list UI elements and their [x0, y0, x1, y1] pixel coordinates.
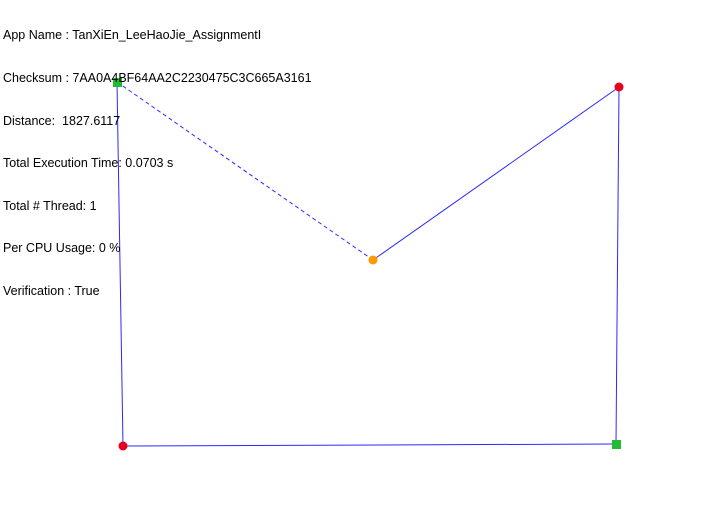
execution-time-text: Total Execution Time: 0.0703 s: [3, 156, 174, 171]
route-edge: [372, 86, 620, 261]
verification-text: Verification : True: [3, 284, 100, 299]
thread-count-text: Total # Thread: 1: [3, 198, 97, 213]
stats-panel: App Name : TanXiEn_LeeHaoJie_AssignmentI…: [3, 0, 312, 312]
route-edge: [122, 443, 617, 447]
city-node: [118, 441, 128, 451]
depot-node: [612, 440, 621, 449]
start-node: [368, 255, 378, 265]
app-name-text: App Name : TanXiEn_LeeHaoJie_AssignmentI: [3, 28, 262, 43]
city-node: [614, 82, 624, 92]
depot-node: [113, 78, 122, 87]
route-edge: [615, 86, 620, 445]
route-return-edge: [116, 81, 374, 261]
route-edge: [116, 81, 124, 447]
checksum-text: Checksum : 7AA0A4BF64AA2C2230475C3C665A3…: [3, 71, 312, 86]
cpu-usage-text: Per CPU Usage: 0 %: [3, 241, 121, 256]
distance-text: Distance: 1827.6117: [3, 113, 121, 128]
